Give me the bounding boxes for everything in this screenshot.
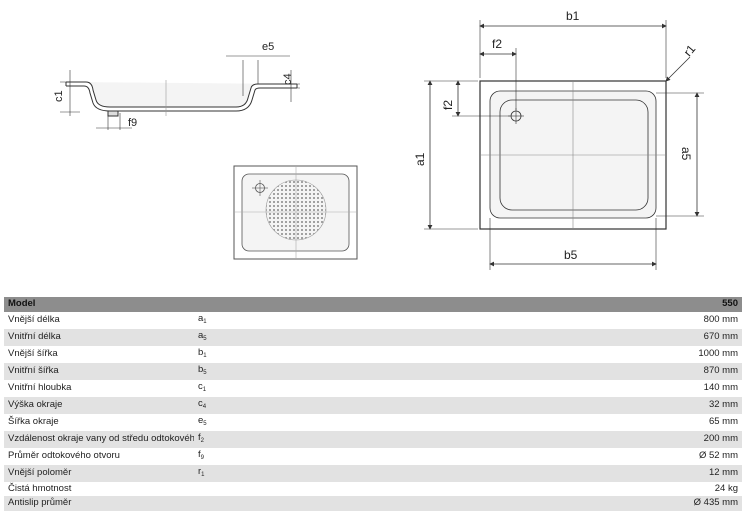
label-r1: r1 (681, 42, 699, 59)
row-value: 800 mm (254, 311, 742, 329)
row-symbol: c1 (194, 379, 254, 397)
label-e5: e5 (262, 41, 274, 53)
table-row: Antislip průměr Ø 435 mm (4, 496, 742, 511)
row-value: 140 mm (254, 379, 742, 397)
symbol-subscript: 4 (202, 403, 207, 410)
technical-drawing: e5 c4 c1 f9 (53, 9, 704, 270)
label-f2-side: f2 (441, 100, 455, 110)
label-f9: f9 (128, 117, 137, 129)
symbol-subscript: 1 (203, 318, 207, 325)
row-value: Ø 435 mm (254, 496, 742, 511)
label-b5: b5 (564, 248, 578, 262)
row-label: Vnitřní délka (4, 328, 194, 346)
row-value: 65 mm (254, 413, 742, 431)
symbol-subscript: 2 (200, 437, 204, 444)
symbol-letter: c (198, 380, 203, 392)
row-symbol: e5 (194, 413, 254, 431)
symbol-letter: a (198, 312, 204, 324)
symbol-subscript: 1 (201, 471, 205, 478)
symbol-letter: b (198, 346, 204, 358)
row-value: 24 kg (254, 481, 742, 497)
row-label: Čistá hmotnost (4, 481, 194, 497)
row-label: Vnitřní hloubka (4, 379, 194, 397)
label-a1: a1 (413, 152, 427, 166)
side-profile-view (60, 55, 300, 130)
row-value: Ø 52 mm (254, 447, 742, 465)
symbol-letter: f (198, 448, 201, 460)
symbol-letter: a (198, 329, 204, 341)
symbol-subscript: 1 (202, 386, 207, 393)
row-value: 870 mm (254, 362, 742, 380)
row-symbol: c4 (194, 396, 254, 414)
label-b1: b1 (566, 9, 580, 23)
symbol-subscript: 9 (200, 454, 204, 461)
symbol-letter: r (198, 465, 202, 477)
label-c1: c1 (53, 90, 65, 102)
row-value: 200 mm (254, 430, 742, 448)
symbol-subscript: 5 (203, 420, 207, 427)
row-label: Šířka okraje (4, 413, 194, 431)
row-label: Vnější šířka (4, 345, 194, 363)
row-symbol: b5 (194, 362, 254, 380)
symbol-letter: c (198, 397, 203, 409)
row-symbol: f2 (194, 430, 254, 448)
row-symbol (194, 481, 254, 497)
symbol-letter: e (198, 414, 204, 426)
row-label: Vnější délka (4, 311, 194, 329)
symbol-subscript: 5 (203, 369, 207, 376)
row-label: Výška okraje (4, 396, 194, 414)
plan-view (424, 20, 704, 270)
row-label: Antislip průměr (4, 496, 194, 511)
symbol-subscript: 5 (203, 335, 207, 342)
label-c4: c4 (282, 73, 294, 85)
row-label: Vzdálenost okraje vany od středu odtokov… (4, 430, 194, 448)
row-label: Průměr odtokového otvoru (4, 447, 194, 465)
table-row: Vzdálenost okraje vany od středu odtokov… (4, 430, 742, 448)
row-value: 670 mm (254, 328, 742, 346)
row-symbol: b1 (194, 345, 254, 363)
symbol-letter: f (198, 431, 201, 443)
table-header-row: Model 550 (4, 297, 742, 312)
row-symbol: r1 (194, 464, 254, 482)
row-symbol: f9 (194, 447, 254, 465)
row-value: 32 mm (254, 396, 742, 414)
row-label: Vnější poloměr (4, 464, 194, 482)
antislip-top-view (233, 165, 358, 260)
row-value: 1000 mm (254, 345, 742, 363)
label-a5: a5 (679, 147, 693, 161)
row-label: Vnitřní šířka (4, 362, 194, 380)
header-model-label: Model (4, 297, 194, 312)
header-model-value: 550 (254, 297, 742, 312)
table-row: Čistá hmotnost 24 kg (4, 481, 742, 497)
symbol-letter: b (198, 363, 204, 375)
row-value: 12 mm (254, 464, 742, 482)
symbol-subscript: 1 (203, 352, 207, 359)
row-symbol: a1 (194, 311, 254, 329)
row-symbol (194, 496, 254, 511)
row-symbol: a5 (194, 328, 254, 346)
label-f2-top: f2 (492, 37, 502, 51)
